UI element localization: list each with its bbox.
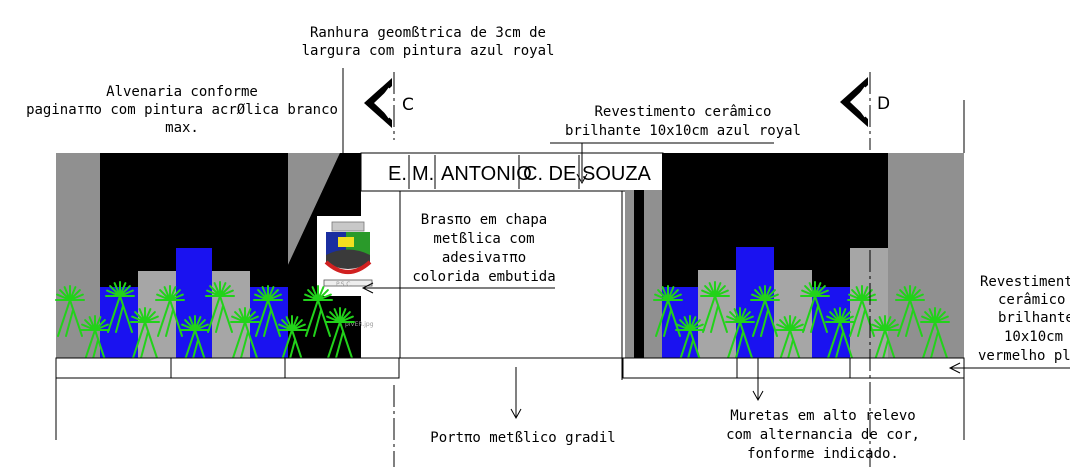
grass-clump: [700, 281, 730, 333]
sidewalk-right: [622, 357, 965, 379]
grass-clump: [775, 315, 805, 367]
groove-slot: [288, 153, 361, 265]
right-post: [644, 190, 662, 358]
sign-text: C. DE: [523, 163, 576, 185]
blue-tile-annotation: Revestimento cerâmico: [594, 104, 771, 120]
right-post-dark: [634, 190, 644, 358]
low-wall-gray: [212, 271, 250, 358]
grass-clump: [303, 285, 333, 337]
grass-clump: [277, 315, 307, 367]
grass-clump: [800, 281, 830, 333]
arrow-icon: [510, 408, 522, 420]
red-tile-annotation: Revestiment: [980, 274, 1070, 290]
low-wall-gray: [850, 248, 888, 358]
grass-clump: [895, 285, 925, 337]
crest-annotation: metßlica com: [433, 231, 534, 247]
arrow-icon: [752, 390, 764, 402]
sign-text: E.: [388, 163, 407, 185]
right-post: [625, 190, 634, 358]
grass-clump: [253, 285, 283, 337]
blue-tile-annotation: brilhante 10x10cm azul royal: [565, 123, 801, 139]
low-wall-blue: [176, 248, 212, 358]
grass-clump: [230, 307, 260, 359]
masonry-annotation: max.: [165, 120, 199, 136]
section-marker-d: D: [840, 72, 890, 467]
sign-text: ANTONIO: [441, 163, 532, 185]
sidewalk-left: [55, 357, 400, 379]
arrow-icon: [576, 173, 588, 185]
grass-clump: [847, 285, 877, 337]
gate-annotation: Portπo metßlico gradil: [430, 430, 615, 446]
grass-clump: [653, 285, 683, 337]
low-wall-gray: [774, 270, 812, 358]
grass-clump: [750, 285, 780, 337]
leader-lines: [342, 68, 1070, 420]
masonry-annotation: Alvenaria conforme: [106, 84, 258, 100]
grass-clump: [180, 315, 210, 367]
gate-panel: [399, 189, 623, 359]
grass-clump: [325, 307, 355, 359]
grass-clump: [205, 281, 235, 333]
red-tile-annotation: cerâmico: [998, 292, 1065, 308]
crest-panel: P.S.C. plVER.jpg: [317, 216, 379, 328]
section-label: D: [877, 94, 890, 114]
crest-icon: [323, 221, 373, 287]
groove-annotation: Ranhura geomßtrica de 3cm de: [310, 25, 546, 41]
grass-clump: [725, 307, 755, 359]
walls-annotation: fonforme indicado.: [747, 446, 899, 462]
grass-clump: [675, 315, 705, 367]
right-pillar: [888, 153, 964, 358]
section-marker-icon: [840, 77, 868, 127]
grass-clump: [55, 285, 85, 337]
groove-annotation: largura com pintura azul royal: [302, 43, 555, 59]
grass-clump: [155, 285, 185, 337]
arrow-icon: [361, 282, 374, 294]
grass-clump: [825, 307, 855, 359]
grass-clump: [920, 307, 950, 359]
red-tile-annotation: brilhante: [998, 310, 1070, 326]
sign-text: SOUZA: [582, 163, 652, 185]
entrance-block: E. M. ANTONIO C. DE SOUZA: [360, 152, 664, 380]
crest-annotation: adesivaтπo: [442, 250, 526, 266]
masonry-annotation: paginaтπo com pintura acrØlica branco: [26, 102, 338, 118]
grass-clump: [105, 281, 135, 333]
walls-annotation: com alternancia de cor,: [726, 427, 920, 443]
crest-annotation: colorida embutida: [412, 269, 555, 285]
grass-clump: [130, 307, 160, 359]
grass-icon: [55, 281, 950, 367]
grass-clump: [80, 315, 110, 367]
red-tile-annotation: vermelho pl: [978, 348, 1070, 364]
sidewalk: [55, 100, 965, 440]
walls-annotation: Muretas em alto relevo: [730, 408, 915, 424]
section-marker-c: C: [364, 72, 414, 467]
arrow-icon: [948, 362, 961, 374]
section-label: C: [402, 95, 414, 115]
image-filename: plVER.jpg: [345, 321, 374, 328]
red-tile-annotation: 10x10cm: [1004, 329, 1063, 345]
crest-annotation: Brasπo em chapa: [421, 212, 547, 228]
section-marker-icon: [364, 78, 392, 128]
low-wall-blue: [736, 247, 774, 358]
crest-caption: P.S.C.: [336, 281, 352, 288]
grass-clump: [870, 315, 900, 367]
sign-text: M.: [412, 163, 434, 185]
low-wall-gray: [698, 270, 736, 358]
